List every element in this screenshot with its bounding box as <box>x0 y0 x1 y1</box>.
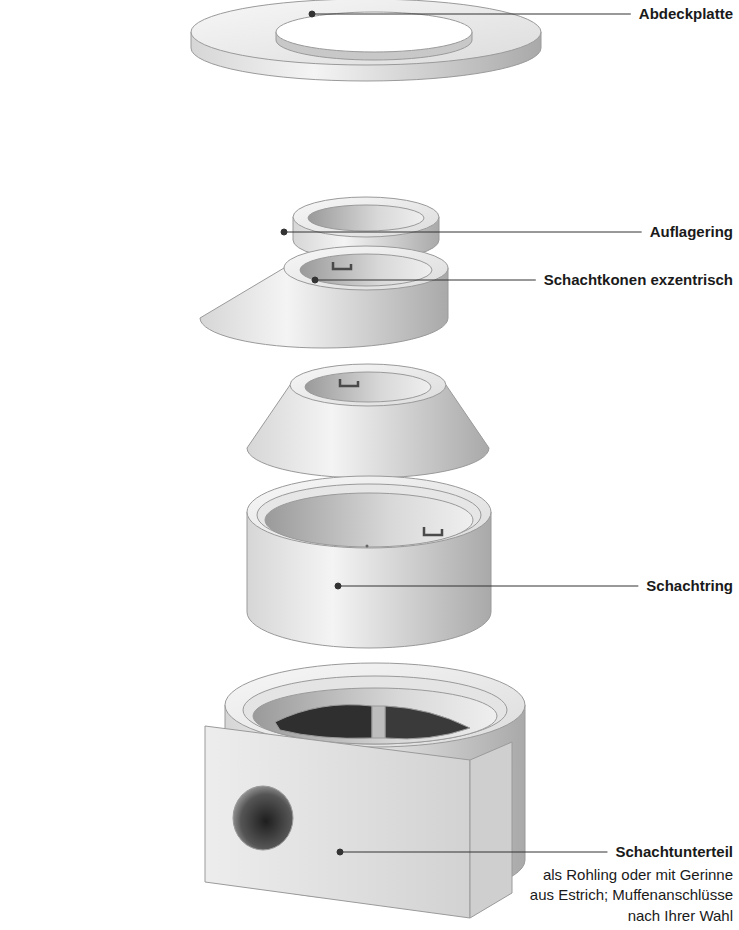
part-label: Auflagering <box>650 223 733 241</box>
leader-dot <box>312 277 318 283</box>
concentric-cone <box>247 364 489 478</box>
leader-line <box>315 280 536 281</box>
part-label: Schachtkonen exzentrisch <box>544 271 733 289</box>
cover-plate <box>191 0 541 81</box>
leader-lines <box>281 11 642 855</box>
part-note: als Rohling oder mit Gerinne aus Estrich… <box>521 865 733 927</box>
leader-dot <box>335 583 341 589</box>
shaft-base <box>205 663 525 918</box>
part-label: Schachtunterteil <box>615 843 733 861</box>
leader-line <box>338 586 638 587</box>
part-label: Abdeckplatte <box>639 5 733 23</box>
eccentric-cone <box>200 246 448 348</box>
leader-dot <box>309 11 315 17</box>
leader-line <box>284 232 642 233</box>
part-label: Schachtring <box>646 577 733 595</box>
leader-dot <box>281 229 287 235</box>
leader-line <box>340 852 607 853</box>
shaft-ring <box>247 476 491 648</box>
leader-dot <box>337 849 343 855</box>
leader-line <box>312 14 631 15</box>
